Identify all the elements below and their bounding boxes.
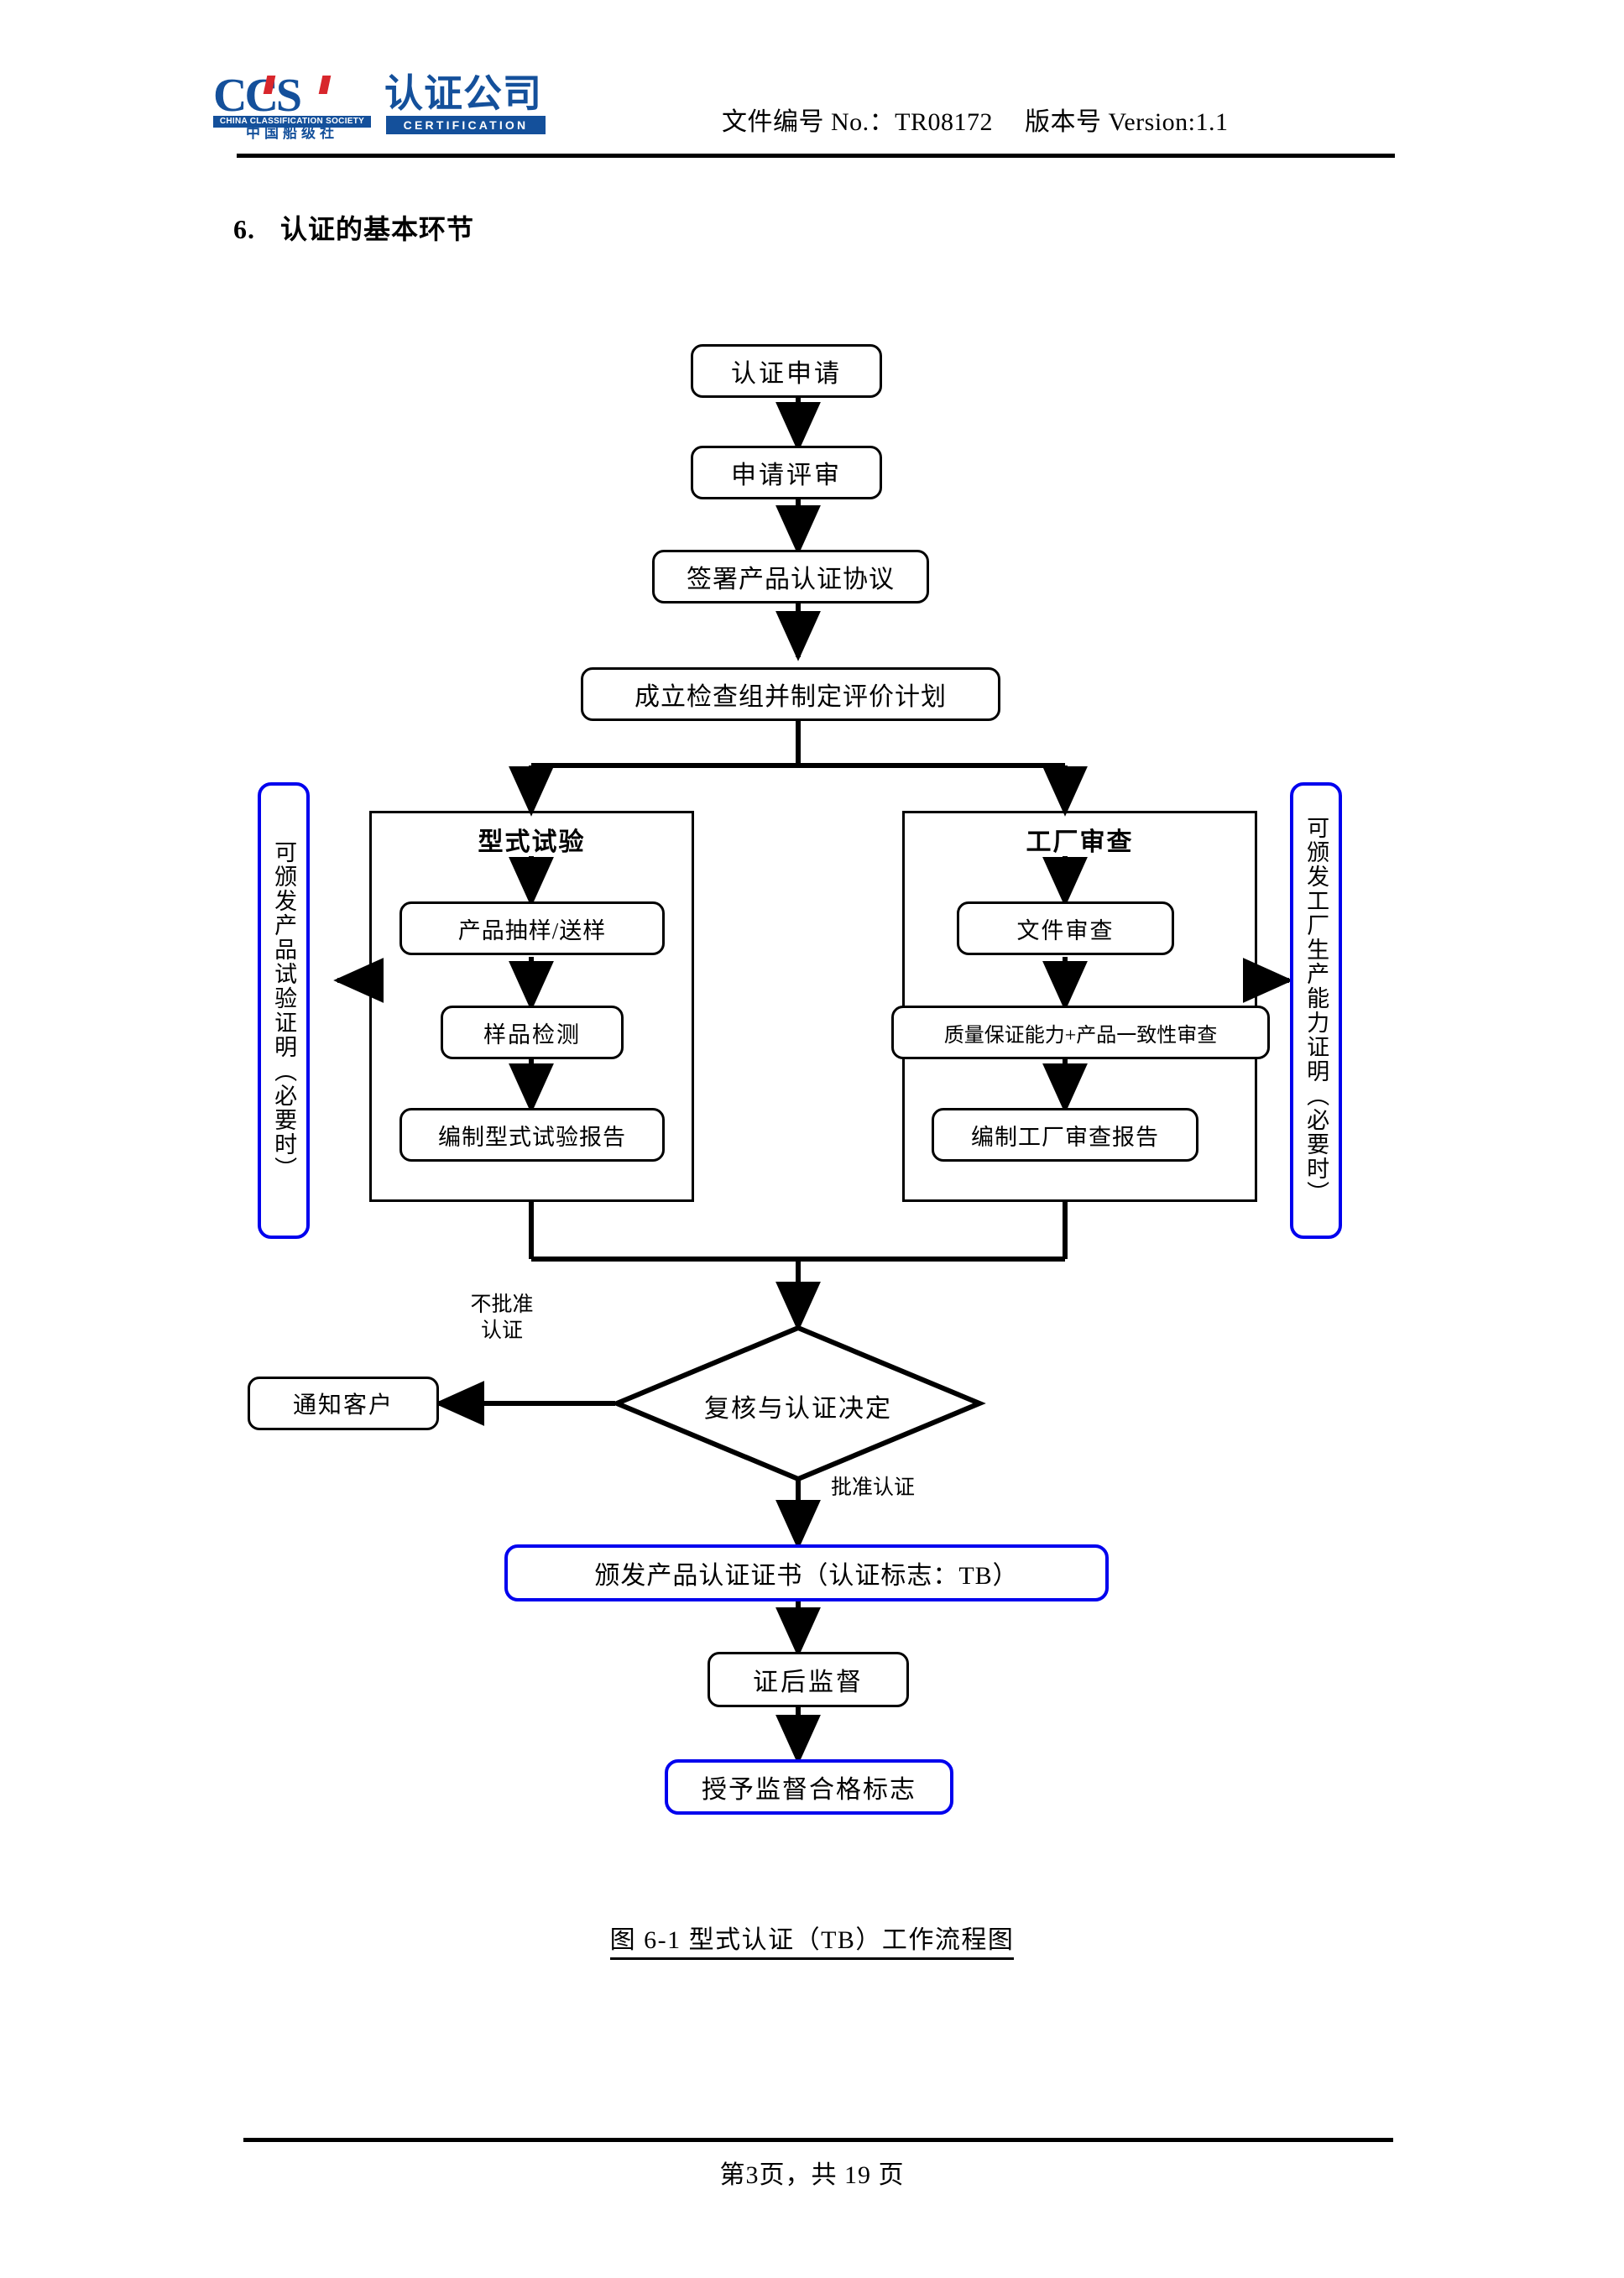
doc-no-label: 文件编号 No.：: [722, 108, 896, 136]
edge-label-reject-line1: 不批准: [470, 1293, 534, 1316]
edge-label-approve: 批准认证: [831, 1476, 916, 1499]
decision-label: 复核与认证决定: [704, 1395, 892, 1423]
header-divider: [237, 154, 1395, 158]
group-factory-audit-title: 工厂审查: [1026, 828, 1134, 856]
node-form-inspection-team[interactable]: 成立检查组并制定评价计划: [581, 667, 1000, 721]
group-type-test: [369, 811, 694, 1202]
node-post-certification-supervision[interactable]: 证后监督: [708, 1652, 909, 1707]
figure-caption: 图 6-1 型式认证（TB）工作流程图: [0, 1919, 1624, 1960]
footer-divider: [243, 2138, 1393, 2142]
edge-label-reject: 不批准认证: [443, 1293, 561, 1344]
page-header: CCS CHINA CLASSIFICATION SOCIETY 中国船级社 认…: [0, 0, 1624, 176]
node-quality-consistency-audit[interactable]: 质量保证能力+产品一致性审查: [891, 1006, 1270, 1059]
figure-caption-text: 图 6-1 型式认证（TB）工作流程图: [609, 1926, 1015, 1960]
edge-label-reject-line2: 认证: [480, 1319, 523, 1342]
group-type-test-title: 型式试验: [478, 828, 586, 856]
header-document-meta: 文件编号 No.：TR08172 版本号 Version:1.1: [722, 101, 1229, 138]
version-value: 1.1: [1195, 108, 1229, 136]
node-sign-agreement[interactable]: 签署产品认证协议: [652, 550, 929, 603]
node-document-review[interactable]: 文件审查: [957, 901, 1174, 955]
logo-society-cn: 中国船级社: [246, 125, 338, 141]
node-factory-audit-report[interactable]: 编制工厂审查报告: [932, 1108, 1198, 1162]
doc-no-value: TR08172: [895, 108, 994, 136]
section-title-text: 认证的基本环节: [280, 214, 475, 244]
footer-page-number: 第3页，共 19 页: [719, 2161, 905, 2189]
node-grant-supervision-mark[interactable]: 授予监督合格标志: [665, 1759, 953, 1815]
section-number: 6.: [233, 214, 255, 244]
node-certification-application[interactable]: 认证申请: [691, 344, 882, 398]
logo-company-en: CERTIFICATION: [386, 116, 546, 134]
node-product-test-certificate-note[interactable]: 可颁发产品试验证明（必要时）: [258, 782, 310, 1239]
logo-ccs-mark: CCS: [213, 70, 302, 122]
version-label: 版本号 Version:: [1025, 108, 1196, 136]
logo-company-cn: 认证公司: [384, 71, 542, 115]
logo-society-en: CHINA CLASSIFICATION SOCIETY: [213, 116, 371, 128]
node-notify-client[interactable]: 通知客户: [248, 1377, 439, 1430]
node-product-sampling[interactable]: 产品抽样/送样: [399, 901, 665, 955]
node-type-test-report[interactable]: 编制型式试验报告: [399, 1108, 665, 1162]
node-sample-testing[interactable]: 样品检测: [441, 1006, 624, 1059]
ccs-logo: CCS CHINA CLASSIFICATION SOCIETY 中国船级社 认…: [213, 70, 549, 141]
node-factory-capability-certificate-note[interactable]: 可颁发工厂生产能力证明（必要时）: [1290, 782, 1342, 1239]
node-issue-certificate[interactable]: 颁发产品认证证书（认证标志：TB）: [504, 1544, 1109, 1601]
section-heading: 6. 认证的基本环节: [233, 208, 474, 247]
node-application-review[interactable]: 申请评审: [691, 446, 882, 499]
